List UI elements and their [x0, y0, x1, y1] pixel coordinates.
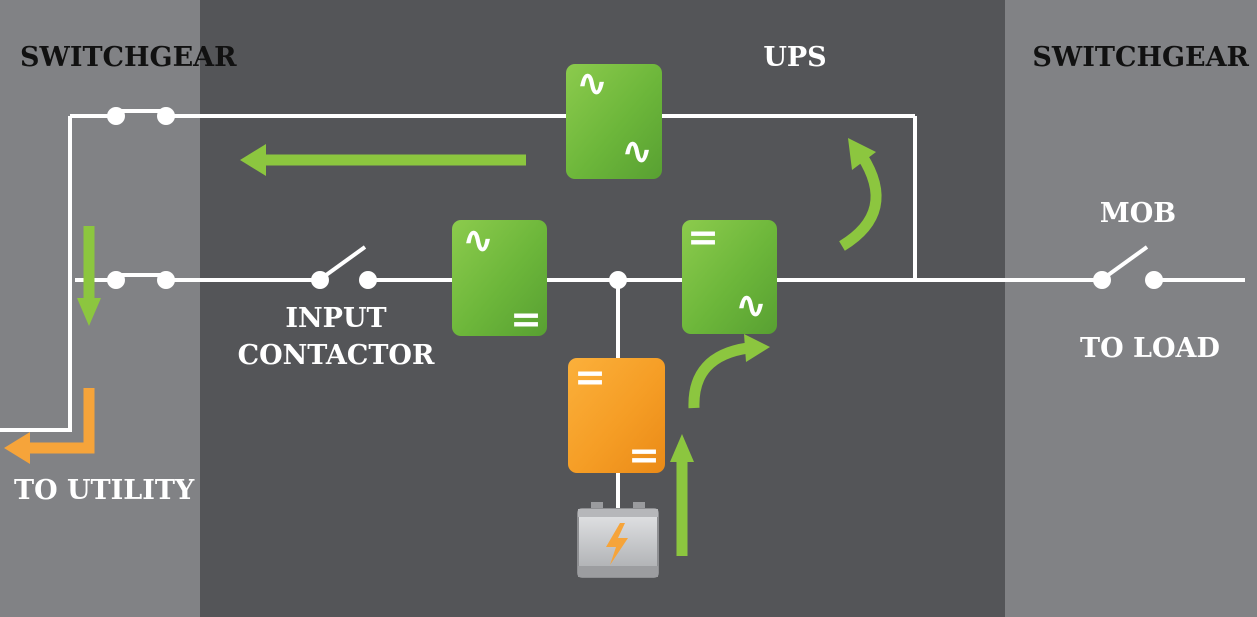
- to-utility-label: TO UTILITY: [14, 475, 195, 506]
- ac-symbol: ∿: [621, 129, 653, 173]
- inverter-output-curve-arrowhead: [848, 138, 876, 170]
- input-contactor-contact-right: [359, 271, 377, 289]
- input-contactor-label-line2: CONTACTOR: [238, 340, 435, 371]
- switchgear-left-label: SWITCHGEAR: [20, 42, 237, 73]
- bypass-flow-arrowhead: [240, 144, 266, 176]
- bypass-breaker-contact-left: [107, 107, 125, 125]
- switchgear-right-label: SWITCHGEAR: [1032, 42, 1249, 73]
- to-load-label: TO LOAD: [1080, 333, 1220, 364]
- battery-icon: [577, 502, 659, 578]
- static-bypass-converter: ∿ ∿: [566, 61, 662, 179]
- mob-label: MOB: [1100, 198, 1176, 229]
- to-utility-arrowhead: [4, 432, 30, 464]
- lightning-bolt-icon: [606, 523, 628, 565]
- battery-up-arrowhead: [670, 434, 694, 462]
- flow-arrows: [4, 138, 882, 556]
- battery-to-inverter-arrowhead: [744, 334, 770, 362]
- mob-contact-right: [1145, 271, 1163, 289]
- input-contactor-label-line1: INPUT: [285, 303, 386, 334]
- switch-contacts: [107, 107, 1163, 289]
- ac-symbol: ∿: [576, 61, 608, 105]
- switchgear-left-panel: [0, 0, 200, 617]
- mob-contact-left: [1093, 271, 1111, 289]
- ac-symbol: ∿: [462, 218, 494, 262]
- dc-symbol: =: [628, 433, 660, 477]
- input-contactor-blade: [320, 245, 367, 280]
- utility-wire: [0, 116, 72, 432]
- main-breaker-contact-left: [107, 271, 125, 289]
- dc-dc-converter: = =: [568, 355, 665, 477]
- mob-switch-blade: [1102, 245, 1149, 280]
- input-contactor-contact-left: [311, 271, 329, 289]
- to-utility-arrow: [26, 388, 95, 454]
- dc-symbol: =: [510, 297, 542, 341]
- wiring: [0, 109, 1245, 508]
- battery-to-inverter-curve-arrow: [688, 342, 749, 409]
- switchgear-right-panel: [1005, 0, 1257, 617]
- utility-down-arrowhead: [77, 298, 101, 326]
- inverter-output-curve-arrow: [839, 153, 882, 251]
- dc-bus-junction: [609, 271, 627, 289]
- dc-symbol: =: [687, 215, 719, 259]
- ac-symbol: ∿: [735, 283, 767, 327]
- main-breaker-contact-right: [157, 271, 175, 289]
- ups-label: UPS: [763, 42, 826, 73]
- inverter-converter: = ∿: [682, 215, 777, 334]
- bypass-breaker-contact-right: [157, 107, 175, 125]
- dc-symbol: =: [574, 355, 606, 399]
- rectifier-converter: ∿ =: [452, 218, 547, 341]
